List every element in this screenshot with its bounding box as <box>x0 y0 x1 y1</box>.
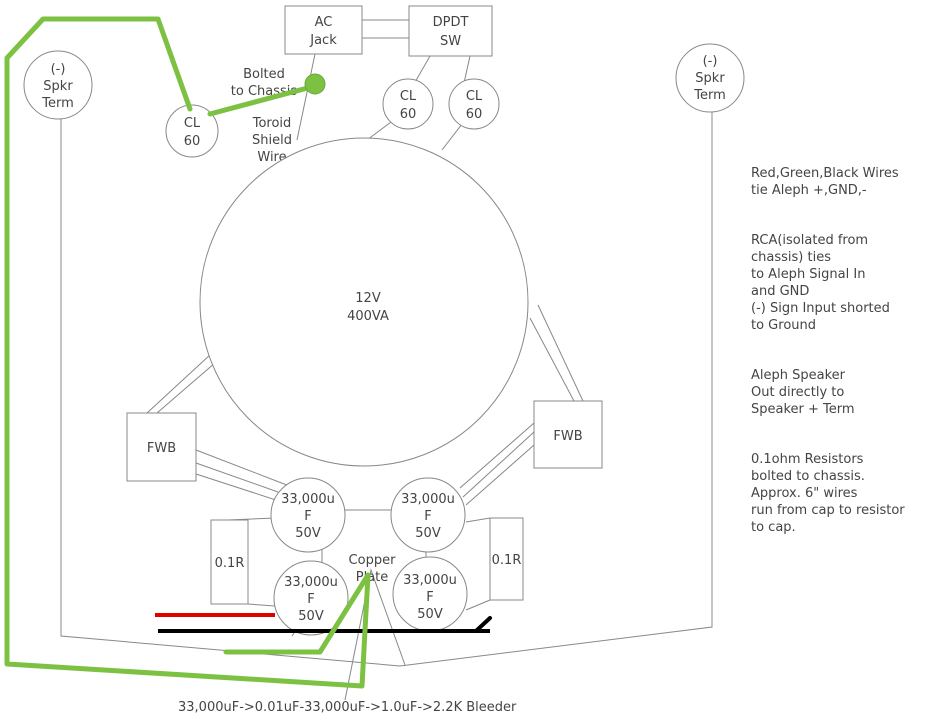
bleeder-label: 33,000uF->0.01uF-33,000uF->1.0uF->2.2K B… <box>178 700 517 715</box>
cap-tl-line3: 50V <box>295 526 321 541</box>
dpdt-switch-line1: DPDT <box>433 15 469 30</box>
cap-tr-line2: F <box>424 509 431 524</box>
cl60-right: CL 60 <box>448 78 500 130</box>
cl60-left: CL 60 <box>165 104 219 158</box>
note-rca: RCA(isolated from chassis) ties to Aleph… <box>751 233 890 333</box>
note-resistors: 0.1ohm Resistors bolted to chassis. Appr… <box>751 452 905 535</box>
capacitor-bottom-left: 33,000u F 50V <box>273 560 349 636</box>
note-wires: Red,Green,Black Wires tie Aleph +,GND,- <box>751 166 899 198</box>
spkr-term-left: (-) Spkr Term <box>23 50 93 120</box>
cap-tr-line3: 50V <box>415 526 441 541</box>
cap-tr-line1: 33,000u <box>401 492 455 507</box>
copper-plate-label: Copper Plate <box>349 553 397 585</box>
chassis-bolt-icon <box>304 73 326 95</box>
ground-wire-plate <box>223 572 371 655</box>
spkr-term-left-line1: (-) <box>51 62 66 77</box>
spkr-term-right-line2: Spkr <box>695 71 725 86</box>
capacitor-bottom-right: 33,000u F 50V <box>392 556 468 632</box>
toroid-label-line2: Shield <box>252 133 292 148</box>
resistor-right: 0.1R <box>489 517 524 601</box>
spkr-term-right: (-) Spkr Term <box>675 43 745 113</box>
spkr-term-right-line3: Term <box>693 88 726 103</box>
cl60-left-line2: 60 <box>184 134 201 149</box>
transformer-line1: 12V <box>355 291 381 306</box>
ac-jack-line1: AC <box>315 15 333 30</box>
spkr-term-left-line3: Term <box>41 96 74 111</box>
negative-rail-wire <box>158 616 492 633</box>
cl60-mid-line1: CL <box>400 89 417 104</box>
ground-wire-cl60 <box>207 83 318 117</box>
cap-bl-line3: 50V <box>298 609 324 624</box>
cap-br-line3: 50V <box>417 607 443 622</box>
ac-jack: AC Jack <box>284 5 363 55</box>
copper-plate-line1: Copper <box>349 553 397 568</box>
spkr-term-right-line1: (-) <box>703 54 718 69</box>
cap-tl-line2: F <box>304 509 311 524</box>
cap-br-line1: 33,000u <box>403 573 457 588</box>
spkr-term-left-line2: Spkr <box>43 79 73 94</box>
cl60-mid: CL 60 <box>382 78 434 130</box>
cl60-right-line1: CL <box>466 89 483 104</box>
cl60-left-line1: CL <box>184 116 201 131</box>
resistor-left: 0.1R <box>210 519 249 605</box>
toroid-shield-wire-label: Toroid Shield Wire <box>252 116 292 165</box>
fwb-right: FWB <box>533 400 603 469</box>
note-speaker: Aleph Speaker Out directly to Speaker + … <box>751 368 855 417</box>
cap-bl-line2: F <box>307 592 314 607</box>
dpdt-switch-line2: SW <box>440 34 461 49</box>
cap-tl-line1: 33,000u <box>281 492 335 507</box>
transformer-line2: 400VA <box>347 309 389 324</box>
ac-jack-line2: Jack <box>309 33 337 48</box>
ground-wire-outer <box>4 16 371 689</box>
cl60-mid-line2: 60 <box>400 107 417 122</box>
dpdt-switch: DPDT SW <box>408 5 493 57</box>
cap-br-line2: F <box>426 590 433 605</box>
cl60-right-line2: 60 <box>466 107 483 122</box>
cap-bl-line1: 33,000u <box>284 575 338 590</box>
build-notes: Red,Green,Black Wires tie Aleph +,GND,- … <box>751 148 933 569</box>
resistor-left-label: 0.1R <box>215 556 245 571</box>
fwb-left-label: FWB <box>147 441 176 456</box>
toroid-label-line1: Toroid <box>252 116 292 131</box>
capacitor-top-right: 33,000u F 50V <box>390 477 466 553</box>
fwb-right-label: FWB <box>553 429 582 444</box>
bolted-label-line1: Bolted <box>243 67 285 82</box>
capacitor-top-left: 33,000u F 50V <box>270 477 346 553</box>
fwb-left: FWB <box>126 412 197 482</box>
resistor-right-label: 0.1R <box>492 553 522 568</box>
toroidal-transformer: 12V 400VA <box>199 137 529 467</box>
